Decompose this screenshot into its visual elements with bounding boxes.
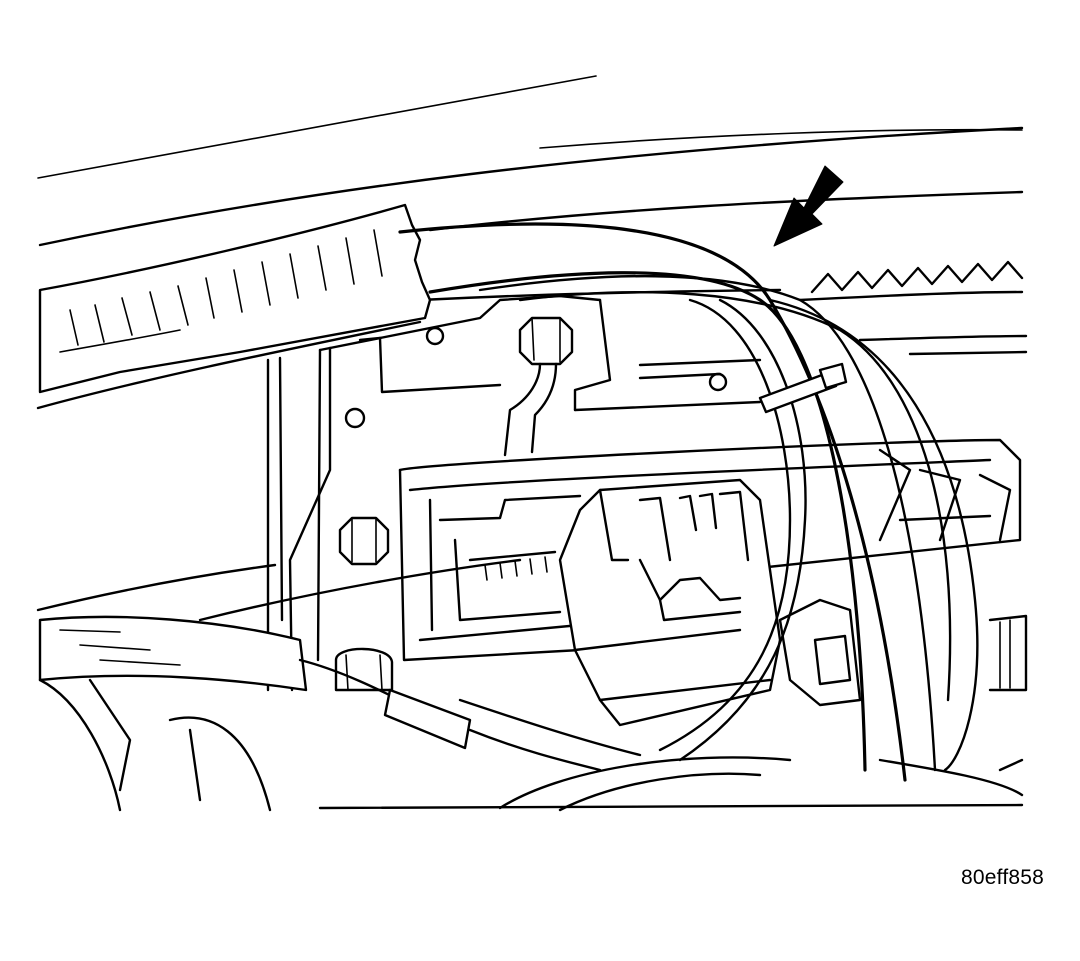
lower-foreground bbox=[38, 678, 1024, 812]
insulation-pad bbox=[38, 203, 432, 394]
bolt-lower bbox=[334, 647, 394, 692]
cable-tie bbox=[758, 362, 848, 414]
vent-grille bbox=[798, 260, 1028, 356]
wiring-connector bbox=[558, 478, 782, 727]
bolt-middle bbox=[338, 516, 390, 566]
figure-id-label: 80eff858 bbox=[961, 866, 1044, 889]
secondary-connector bbox=[778, 598, 1028, 707]
lower-wiring bbox=[38, 615, 642, 772]
mounting-bracket bbox=[266, 294, 762, 692]
bolt-upper bbox=[503, 316, 574, 457]
callout-arrow-icon bbox=[773, 165, 844, 247]
wiring-harness bbox=[398, 222, 979, 782]
windshield-lines bbox=[37, 75, 1024, 247]
dash-panel bbox=[36, 288, 782, 622]
